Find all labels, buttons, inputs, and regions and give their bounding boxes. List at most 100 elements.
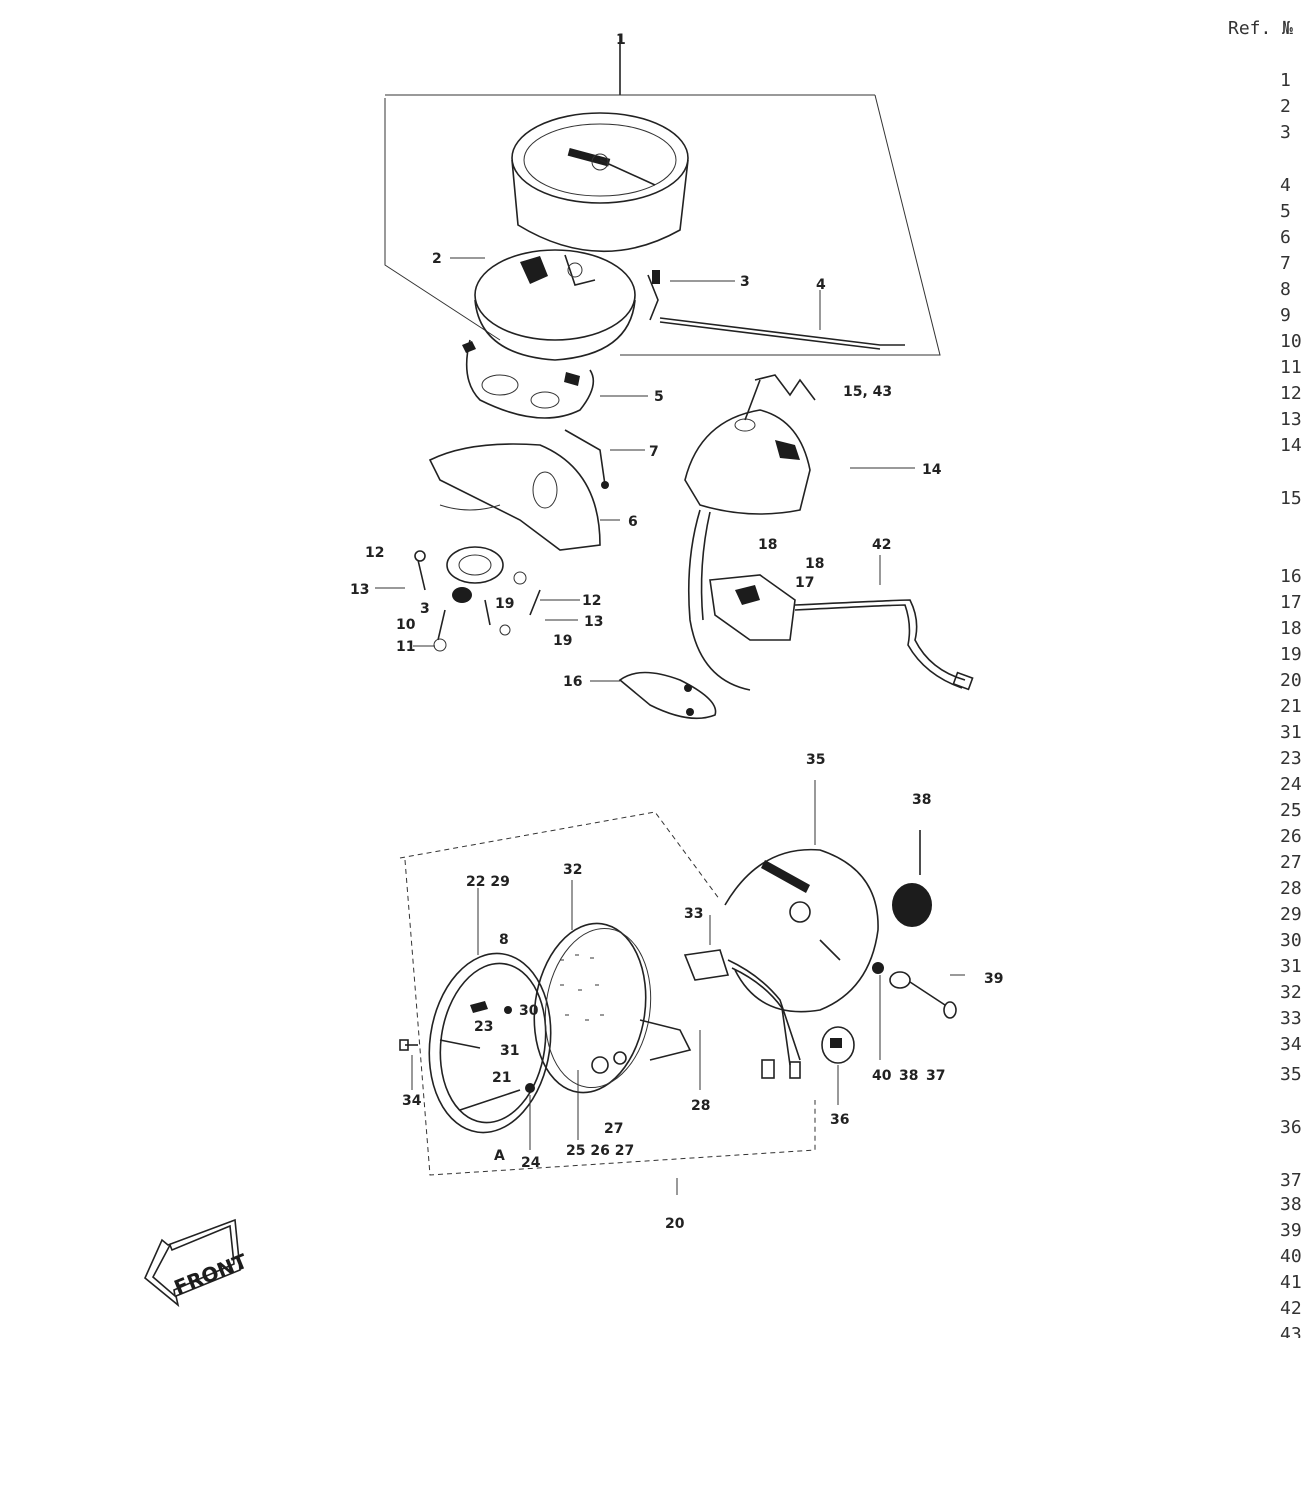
callout-40: 40 bbox=[872, 1068, 892, 1084]
meter-case bbox=[511, 112, 689, 253]
callout-20: 20 bbox=[665, 1216, 685, 1232]
ref-number: 36 bbox=[1280, 1117, 1301, 1138]
ref-number: 35 bbox=[1280, 1064, 1301, 1085]
callout-39: 39 bbox=[984, 971, 1003, 987]
callout-17: 17 bbox=[795, 575, 814, 591]
front-label: FRONT bbox=[171, 1249, 251, 1300]
callout-16: 16 bbox=[563, 674, 582, 690]
callout-3: 3 bbox=[740, 274, 750, 290]
ref-number: 6 bbox=[1280, 227, 1291, 248]
ref-number: 40 bbox=[1280, 1246, 1301, 1267]
headlight-body bbox=[724, 848, 879, 1013]
ref-number: 29 bbox=[1280, 904, 1301, 925]
callout-18a: 18 bbox=[758, 537, 777, 553]
callout-34: 34 bbox=[402, 1093, 422, 1109]
ref-number: 11 bbox=[1280, 357, 1301, 378]
meter-assembly bbox=[375, 35, 974, 720]
meter-fasteners bbox=[414, 546, 541, 652]
callout-11: 11 bbox=[396, 639, 415, 655]
wiring-harness bbox=[618, 509, 974, 720]
callout-labels: 1 2 3 4 5 7 6 15, 43 14 42 18 18 17 12 1… bbox=[350, 32, 1003, 1232]
ref-number: 18 bbox=[1280, 618, 1301, 639]
ref-number: 43 bbox=[1280, 1324, 1301, 1338]
callout-10: 10 bbox=[396, 617, 416, 633]
ref-number: 31 bbox=[1280, 956, 1301, 977]
callout-19a: 19 bbox=[495, 596, 514, 612]
callout-38b: 38 bbox=[899, 1068, 918, 1084]
callout-33: 33 bbox=[684, 906, 703, 922]
callout-4: 4 bbox=[816, 277, 826, 293]
callout-30: 30 bbox=[519, 1003, 539, 1019]
ref-number: 20 bbox=[1280, 670, 1301, 691]
callout-14: 14 bbox=[922, 462, 942, 478]
ref-number: 26 bbox=[1280, 826, 1301, 847]
ref-number: 15 bbox=[1280, 488, 1301, 509]
callout-42: 42 bbox=[872, 537, 891, 553]
headlight-socket bbox=[683, 949, 801, 1079]
ref-number: 42 bbox=[1280, 1298, 1301, 1319]
callout-2: 2 bbox=[432, 251, 442, 267]
callout-37: 37 bbox=[926, 1068, 945, 1084]
headlight-rim bbox=[428, 952, 552, 1134]
callout-32: 32 bbox=[563, 862, 582, 878]
ref-number: 4 bbox=[1280, 175, 1291, 196]
headlight-fasteners bbox=[399, 830, 957, 1064]
ref-number: 19 bbox=[1280, 644, 1301, 665]
meter-housing bbox=[474, 249, 636, 361]
callout-38a: 38 bbox=[912, 792, 931, 808]
callout-15-43: 15, 43 bbox=[843, 384, 892, 400]
ref-number: 7 bbox=[1280, 253, 1291, 274]
meter-base bbox=[462, 339, 595, 419]
callout-25-26-27: 25 26 27 bbox=[566, 1143, 634, 1159]
callout-19b: 19 bbox=[553, 633, 572, 649]
ref-number: 41 bbox=[1280, 1272, 1301, 1293]
ref-column-header: Ref. № bbox=[1228, 18, 1294, 39]
ref-number: 38 bbox=[1280, 1194, 1301, 1215]
ref-number: 13 bbox=[1280, 409, 1301, 430]
ref-number: 3 bbox=[1280, 122, 1291, 143]
headlight-assembly bbox=[399, 780, 965, 1195]
callout-8: 8 bbox=[499, 932, 509, 948]
ref-number: 21 bbox=[1280, 696, 1301, 717]
meter-cable bbox=[647, 270, 905, 350]
ref-number: 24 bbox=[1280, 774, 1301, 795]
ref-number: 37 bbox=[1280, 1170, 1301, 1191]
ref-number: 33 bbox=[1280, 1008, 1301, 1029]
ref-number: 34 bbox=[1280, 1034, 1301, 1055]
switch-housing bbox=[684, 374, 816, 515]
callout-27a: 27 bbox=[604, 1121, 623, 1137]
callout-6: 6 bbox=[628, 514, 638, 530]
ref-number: 10 bbox=[1280, 331, 1301, 352]
callout-5: 5 bbox=[654, 389, 664, 405]
ref-number: 16 bbox=[1280, 566, 1301, 587]
ref-number: 28 bbox=[1280, 878, 1301, 899]
ref-number: 2 bbox=[1280, 96, 1291, 117]
meter-bracket bbox=[428, 429, 609, 551]
callout-22-29: 22 29 bbox=[466, 874, 510, 890]
callout-13a: 13 bbox=[350, 582, 369, 598]
front-direction-arrow: FRONT bbox=[144, 1218, 251, 1308]
ref-number: 25 bbox=[1280, 800, 1301, 821]
callout-12a: 12 bbox=[365, 545, 384, 561]
callout-28: 28 bbox=[691, 1098, 710, 1114]
callout-A: A bbox=[494, 1148, 505, 1164]
callout-12b: 12 bbox=[582, 593, 601, 609]
ref-number: 27 bbox=[1280, 852, 1301, 873]
callout-31: 31 bbox=[500, 1043, 519, 1059]
ref-number: 1 bbox=[1280, 70, 1291, 91]
ref-number: 8 bbox=[1280, 279, 1291, 300]
ref-number: 30 bbox=[1280, 930, 1301, 951]
ref-number: 31 bbox=[1280, 722, 1301, 743]
ref-number: 14 bbox=[1280, 435, 1301, 456]
ref-number: 39 bbox=[1280, 1220, 1301, 1241]
ref-number: 12 bbox=[1280, 383, 1301, 404]
ref-number: 5 bbox=[1280, 201, 1291, 222]
callout-35: 35 bbox=[806, 752, 825, 768]
callout-36: 36 bbox=[830, 1112, 849, 1128]
callout-24: 24 bbox=[521, 1155, 541, 1171]
sealed-beam-unit bbox=[533, 922, 692, 1094]
callout-13b: 13 bbox=[584, 614, 603, 630]
callout-7: 7 bbox=[649, 444, 659, 460]
